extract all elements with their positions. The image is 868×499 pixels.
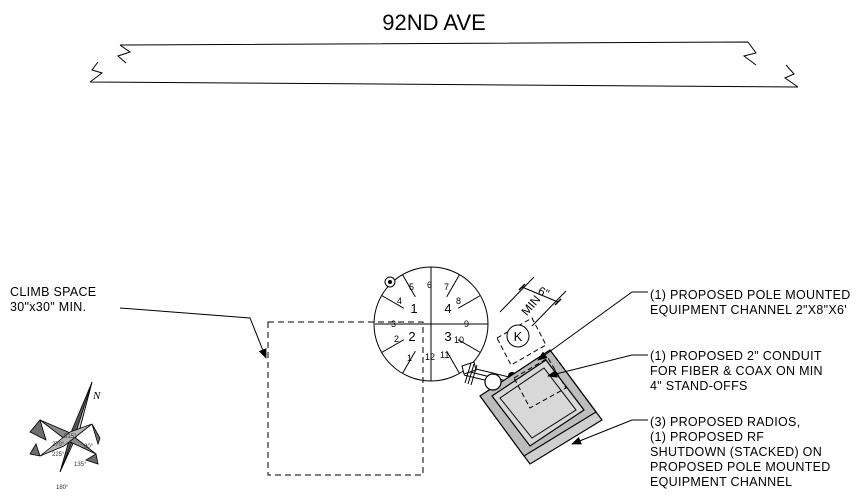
- road-edge-south: [89, 61, 799, 88]
- quadrant-1: 1: [410, 301, 417, 316]
- equipment-channel-dashed: [496, 317, 547, 366]
- pole-radial-line: [446, 274, 460, 298]
- bearing-135: 135°: [74, 462, 87, 468]
- keynote-circle: [506, 324, 530, 348]
- dimension-tick-2: [554, 298, 562, 306]
- position-10: 10: [454, 335, 464, 345]
- pole-radial-line: [457, 339, 481, 353]
- pole-step-bolt-center: [388, 280, 392, 284]
- pole-radial-line: [457, 295, 481, 309]
- position-7: 7: [444, 282, 449, 292]
- clamp-hatch: [464, 362, 478, 386]
- road-break-east: [783, 64, 799, 88]
- bearing-180: 180°: [56, 485, 69, 491]
- road-edge-north: [117, 41, 757, 66]
- bearing-225: 225°: [52, 452, 65, 458]
- quadrant-2: 2: [408, 329, 415, 344]
- pole-radial-line: [402, 350, 416, 374]
- equipment-channel-note: (1) PROPOSED POLE MOUNTED EQUIPMENT CHAN…: [537, 288, 851, 361]
- radios-line-3: SHUTDOWN (STACKED) ON: [650, 445, 822, 459]
- dimension-ext-1: [499, 276, 535, 313]
- north-needle-shade: [59, 381, 93, 473]
- keynote-label: K: [514, 329, 523, 344]
- climb-space-leader: [119, 307, 267, 359]
- pole-radial-line: [402, 274, 416, 298]
- quadrant-3: 3: [444, 329, 451, 344]
- position-3: 3: [391, 319, 396, 329]
- position-6: 6: [427, 280, 432, 290]
- climb-space-area: [267, 321, 424, 476]
- conduit-line-3: 4" STAND-OFFS: [650, 379, 748, 393]
- dimension-line: [521, 286, 559, 303]
- pole-radial-line: [446, 350, 460, 374]
- position-12: 12: [425, 352, 435, 362]
- north-arrow: N 270° 315° 225° 180° 135° 90°: [29, 381, 101, 491]
- equipment-channel-line-2: EQUIPMENT CHANNEL 2"X8"X6': [650, 303, 847, 317]
- bearing-270: 270°: [52, 442, 65, 448]
- position-2: 2: [394, 334, 399, 344]
- north-label: N: [92, 390, 101, 402]
- equipment-channel-line-1: (1) PROPOSED POLE MOUNTED: [650, 288, 851, 302]
- radios-leader: [571, 419, 648, 445]
- road: 92ND AVE: [89, 10, 799, 88]
- radio-unit-face: [499, 367, 577, 439]
- compass-points: [29, 419, 101, 465]
- climb-space-note: CLIMB SPACE 30"x30" MIN.: [10, 285, 267, 359]
- pole-radial-line: [381, 339, 405, 353]
- utility-pole: 1 2 3 4 1 2 3 4 5 6 7 8 9 10 11 12: [373, 266, 489, 382]
- radios-note: (3) PROPOSED RADIOS, (1) PROPOSED RF SHU…: [571, 415, 831, 489]
- radios-line-4: PROPOSED POLE MOUNTED: [650, 460, 831, 474]
- dimension-tick-1: [518, 283, 526, 291]
- conduit-line-2: FOR FIBER & COAX ON MIN: [650, 364, 823, 378]
- position-9: 9: [464, 319, 469, 329]
- position-5: 5: [409, 282, 414, 292]
- climb-space-line-2: 30"x30" MIN.: [10, 300, 86, 314]
- rf-shutdown-dashed: [513, 357, 567, 409]
- conduit-note: (1) PROPOSED 2" CONDUIT FOR FIBER & COAX…: [547, 349, 823, 393]
- radios-line-2: (1) PROPOSED RF: [650, 430, 764, 444]
- position-11: 11: [440, 350, 449, 360]
- equipment-channel-leader: [537, 291, 648, 361]
- keynote-bubble: K: [506, 324, 530, 348]
- conduit-leader: [547, 354, 648, 378]
- bearing-90: 90°: [84, 444, 94, 450]
- radios-line-1: (3) PROPOSED RADIOS,: [650, 415, 800, 429]
- pole-radial-line: [381, 295, 405, 309]
- quadrant-4: 4: [444, 301, 451, 316]
- pole-radials: [381, 274, 481, 374]
- conduit-line-1: (1) PROPOSED 2" CONDUIT: [650, 349, 822, 363]
- conduit-elbow: [484, 373, 502, 391]
- street-name: 92ND AVE: [382, 10, 486, 35]
- position-8: 8: [456, 296, 461, 306]
- bearing-315: 315°: [64, 434, 77, 440]
- position-1: 1: [407, 353, 412, 363]
- dimension-ext-2: [531, 290, 567, 327]
- radios-line-5: EQUIPMENT CHANNEL: [650, 475, 792, 489]
- position-4: 4: [397, 296, 402, 306]
- dimension-callout: 6" MIN: [499, 276, 567, 327]
- climb-space-line-1: CLIMB SPACE: [10, 285, 96, 299]
- dimension-value: 6": [536, 284, 552, 301]
